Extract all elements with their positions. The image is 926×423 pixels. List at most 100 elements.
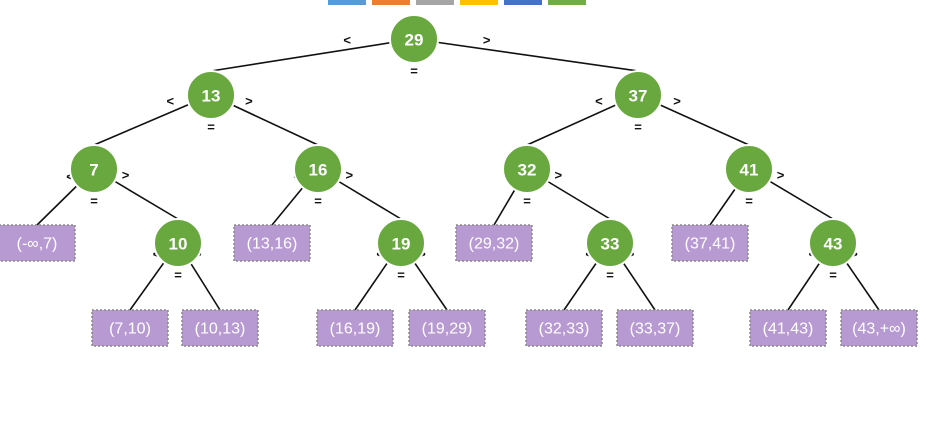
comparator-label: > [245,94,253,109]
tree-node: 37 [613,70,663,120]
interval-leaf-label: (41,43) [763,321,814,338]
tree-node-label: 13 [202,87,221,106]
interval-leaf-box [749,309,827,347]
tree-node-label: 33 [601,235,620,254]
tree-node-circle [376,218,426,268]
tree-node-circle [724,144,774,194]
comparator-label: = [745,194,753,209]
interval-leaf-box [233,224,311,262]
comparator-label: > [777,168,785,183]
tree-node-label: 32 [518,161,537,180]
tree-node-label: 37 [629,87,648,106]
comparator-label: < [595,94,603,109]
comparator-label: = [829,268,837,283]
tree-node: 16 [293,144,343,194]
interval-leaf-label: (43,+∞) [852,321,906,338]
tree-node-circle [153,218,203,268]
comparator-label: = [523,194,531,209]
interval-leaf: (41,43) [749,309,827,347]
interval-leaf-box [408,309,486,347]
interval-leaf: (33,37) [616,309,694,347]
interval-leaf: (43,+∞) [840,309,918,347]
tree-node: 7 [69,144,119,194]
interval-leaf: (32,33) [525,309,603,347]
interval-leaf: (7,10) [91,309,169,347]
tree-node-circle [585,218,635,268]
tree-node-circle [389,14,439,64]
interval-leaf: (10,13) [181,309,259,347]
interval-leaf: (37,41) [671,224,749,262]
interval-leaf-box [671,224,749,262]
comparator-label: = [634,120,642,135]
comparator-label: > [554,168,562,183]
tree-node-circle [69,144,119,194]
comparator-label: = [174,268,182,283]
interval-leaf-label: (33,37) [630,321,681,338]
interval-leaf-label: (-∞,7) [17,236,58,253]
tree-edge [210,38,415,72]
comparator-label: > [345,168,353,183]
interval-leaf-box [616,309,694,347]
interval-leaf-label: (7,10) [109,321,151,338]
tree-node: 19 [376,218,426,268]
interval-leaf: (16,19) [316,309,394,347]
interval-leaf-label: (29,32) [469,236,520,253]
tree-node-circle [293,144,343,194]
color-swatch [416,0,454,5]
tree-node-circle [613,70,663,120]
tree-node-label: 43 [824,235,843,254]
interval-leaf: (13,16) [233,224,311,262]
tree-node-label: 41 [740,161,759,180]
tree-node: 41 [724,144,774,194]
comparator-label: = [314,194,322,209]
tree-node: 33 [585,218,635,268]
tree-node: 13 [186,70,236,120]
tree-node-circle [186,70,236,120]
interval-leaf-label: (32,33) [539,321,590,338]
tree-node-label: 29 [405,31,424,50]
interval-leaf-box [525,309,603,347]
tree-node-circle [808,218,858,268]
tree-nodes: 29 13 37 7 16 32 41 10 19 33 43 [69,14,858,268]
tree-node: 29 [389,14,439,64]
tree-edge [413,38,639,72]
interval-leaf-label: (16,19) [330,321,381,338]
interval-leaves: (-∞,7) (7,10) (10,13) (13,16) (16,19) (19,29)… [0,224,918,347]
tree-node: 43 [808,218,858,268]
tree-node-label: 19 [392,235,411,254]
comparator-label: = [207,120,215,135]
interval-leaf-label: (13,16) [247,236,298,253]
comparator-label: = [606,268,614,283]
tree-node-label: 10 [169,235,188,254]
interval-leaf-box [91,309,169,347]
interval-leaf: (-∞,7) [0,224,76,262]
comparator-label: > [673,94,681,109]
interval-leaf-box [840,309,918,347]
comparator-label: = [410,64,418,79]
interval-leaf: (19,29) [408,309,486,347]
interval-leaf: (29,32) [455,224,533,262]
interval-leaf-label: (19,29) [422,321,473,338]
tree-node: 32 [502,144,552,194]
interval-leaf-label: (37,41) [685,236,736,253]
interval-leaf-label: (10,13) [195,321,246,338]
comparator-label: = [90,194,98,209]
comparator-label: < [343,32,351,47]
comparator-label: > [122,168,130,183]
tree-node-circle [502,144,552,194]
interval-leaf-box [0,224,76,262]
tree-node-label: 7 [89,161,98,180]
color-swatch [328,0,366,5]
interval-leaf-box [181,309,259,347]
color-swatch [504,0,542,5]
interval-leaf-box [316,309,394,347]
comparator-label: = [397,268,405,283]
color-swatch [548,0,586,5]
color-swatch [460,0,498,5]
tree-node: 10 [153,218,203,268]
color-swatch [372,0,410,5]
interval-leaf-box [455,224,533,262]
comparator-label: > [483,32,491,47]
comparator-label: < [166,94,174,109]
